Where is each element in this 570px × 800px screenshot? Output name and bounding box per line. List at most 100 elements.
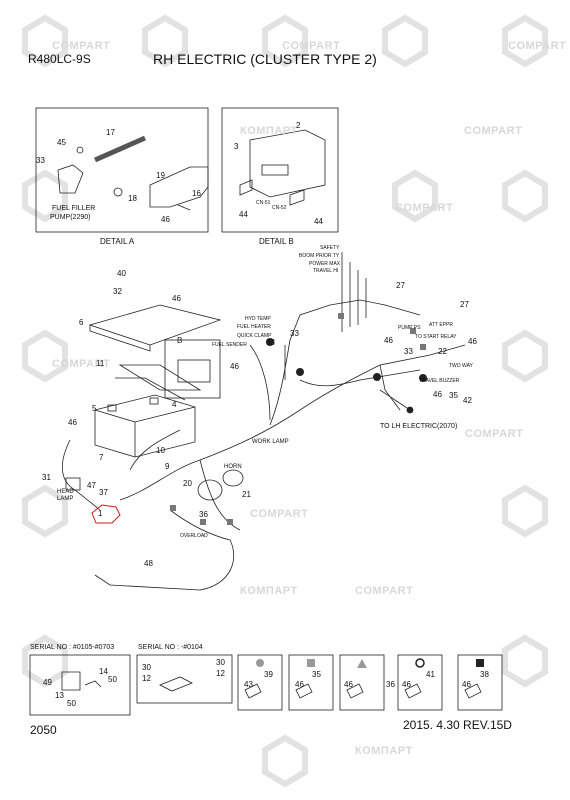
legend-num: 35 xyxy=(312,670,321,679)
watermark: COMPART xyxy=(282,40,341,52)
detail-a-num: 16 xyxy=(192,189,201,198)
watermark: COMPART xyxy=(52,358,111,370)
legend-num: 43 xyxy=(244,680,253,689)
page-title: RH ELECTRIC (CLUSTER TYPE 2) xyxy=(153,51,377,67)
serial-left-heading: SERIAL NO : #0105-#0703 xyxy=(30,644,115,651)
part-number: 46 xyxy=(384,336,393,345)
detail-a-note: PUMP(2290) xyxy=(50,214,91,221)
part-number: 36 xyxy=(199,510,208,519)
watermark: COMPART xyxy=(395,202,454,214)
detail-a-caption: DETAIL A xyxy=(100,237,135,246)
part-number: 5 xyxy=(92,404,97,413)
detail-a-num: 46 xyxy=(161,215,170,224)
serial-num: 14 xyxy=(99,667,108,676)
part-number: 37 xyxy=(99,488,108,497)
label-fuel-sender: FUEL SENDER xyxy=(212,342,247,348)
label-two-way: TWO WAY xyxy=(449,363,473,369)
legend-symbol-black-square xyxy=(476,659,484,667)
part-number: 46 xyxy=(172,294,181,303)
label-hyd-temp: HYD TEMP xyxy=(245,316,271,322)
page-number: 2050 xyxy=(30,723,57,737)
part-number: 4 xyxy=(172,400,177,409)
label-to-lh-electric: TO LH ELECTRIC(2070) xyxy=(380,423,458,430)
label-to-start-relay: TO START RELAY xyxy=(415,334,457,340)
detail-a-num: 33 xyxy=(36,156,45,165)
serial-num: 30 xyxy=(142,663,151,672)
part-number: 42 xyxy=(463,396,472,405)
part-number: 35 xyxy=(449,391,458,400)
watermark: КОМПАРТ xyxy=(355,745,413,757)
detail-b-num: 3 xyxy=(234,142,239,151)
serial-right-heading: SERIAL NO : -#0104 xyxy=(138,644,203,651)
legend-num: 36 xyxy=(386,680,395,689)
watermark: COMPART xyxy=(464,125,523,137)
legend-symbol-triangle xyxy=(357,659,367,668)
watermark: COMPART xyxy=(508,40,567,52)
part-number: 27 xyxy=(396,281,405,290)
watermark: КОМПАРТ xyxy=(240,125,298,137)
legend-box-2 xyxy=(288,654,334,711)
label-att-eppr: ATT EPPR xyxy=(429,322,453,328)
legend-num: 41 xyxy=(426,670,435,679)
watermark: КОМПАРТ xyxy=(240,585,298,597)
detail-a-note: FUEL FILLER xyxy=(52,205,96,212)
detail-a-num: 18 xyxy=(128,194,137,203)
label-power-max: POWER MAX xyxy=(309,261,341,267)
legend-num: 46 xyxy=(344,680,353,689)
part-number: 46 xyxy=(433,390,442,399)
watermark: COMPART xyxy=(465,428,524,440)
legend-num: 46 xyxy=(295,680,304,689)
highlight-1 xyxy=(91,504,121,524)
serial-num: 12 xyxy=(142,674,151,683)
legend-box-3 xyxy=(339,654,385,711)
part-number: 1 xyxy=(98,509,103,518)
part-number: 11 xyxy=(96,359,105,368)
legend-symbol-square xyxy=(307,659,315,667)
serial-box-right xyxy=(136,654,233,704)
watermark: COMPART xyxy=(355,585,414,597)
part-number: 7 xyxy=(99,453,104,462)
legend-box-1 xyxy=(237,654,283,711)
part-number: 40 xyxy=(117,269,126,278)
detail-b-num: 44 xyxy=(239,210,248,219)
label-overload: OVERLOAD xyxy=(180,533,208,539)
serial-num: 12 xyxy=(216,669,225,678)
label-fuel-heater: FUEL HEATER xyxy=(237,324,271,330)
part-number: 21 xyxy=(242,490,251,499)
label-pump-ps: PUMP PS xyxy=(398,325,421,331)
part-number: 9 xyxy=(165,462,170,471)
label-travel-buzzer: TRAVEL BUZZER xyxy=(419,378,460,384)
label-lamp: LAMP xyxy=(57,496,74,502)
serial-num: 49 xyxy=(43,678,52,687)
part-number: 6 xyxy=(79,318,84,327)
part-number: 33 xyxy=(266,338,275,347)
part-number: 46 xyxy=(468,337,477,346)
part-number: 31 xyxy=(42,473,51,482)
detail-a-num: 45 xyxy=(57,138,66,147)
legend-symbol-circle xyxy=(256,659,264,667)
legend-box-4 xyxy=(397,654,443,711)
watermark: COMPART xyxy=(52,40,111,52)
serial-num: 50 xyxy=(108,675,117,684)
part-number: 20 xyxy=(183,479,192,488)
detail-b-label: CN-52 xyxy=(272,205,287,211)
serial-num: 30 xyxy=(216,658,225,667)
detail-a-num: 17 xyxy=(106,128,115,137)
detail-b-frame xyxy=(221,107,339,233)
detail-b-label: CN-51 xyxy=(256,200,271,206)
watermark: COMPART xyxy=(250,508,309,520)
serial-box-left xyxy=(29,654,131,716)
detail-marker-b: B xyxy=(177,336,183,345)
serial-num: 50 xyxy=(67,699,76,708)
detail-b-caption: DETAIL B xyxy=(259,237,294,246)
part-number: 33 xyxy=(404,347,413,356)
part-number: 46 xyxy=(68,418,77,427)
legend-num: 46 xyxy=(462,680,471,689)
serial-num: 13 xyxy=(55,691,64,700)
detail-a-num: 19 xyxy=(156,171,165,180)
legend-num: 38 xyxy=(480,670,489,679)
label-horn: HORN xyxy=(224,464,242,470)
detail-b-num: 2 xyxy=(296,121,301,130)
main-harness xyxy=(119,344,466,501)
